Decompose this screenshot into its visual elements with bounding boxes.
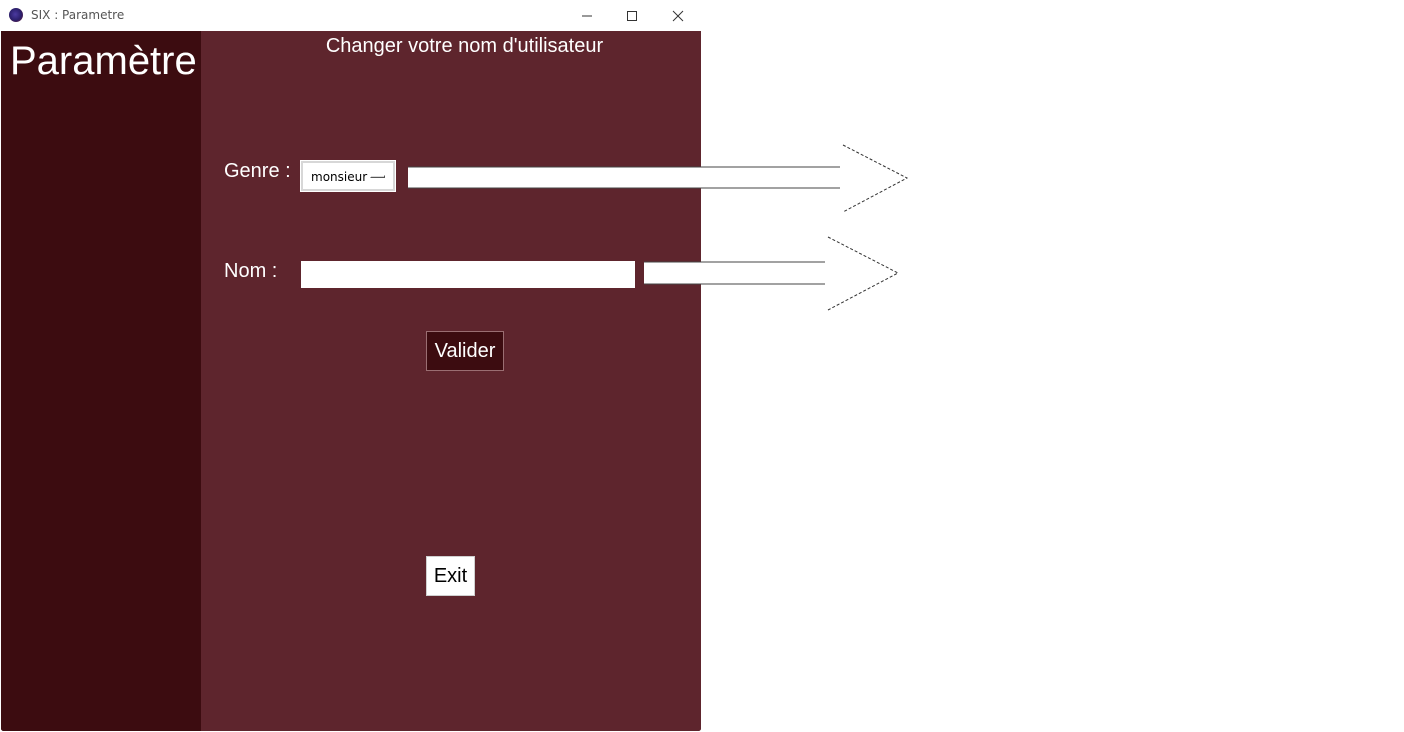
page-title: Changer votre nom d'utilisateur <box>325 35 604 57</box>
title-bar[interactable]: SIX : Parametre <box>0 0 702 31</box>
nom-input[interactable] <box>301 261 635 288</box>
maximize-button[interactable] <box>609 0 655 31</box>
genre-selected-value: monsieur <box>311 170 368 184</box>
app-icon <box>9 8 23 22</box>
nom-label: Nom : <box>224 260 278 282</box>
genre-label: Genre : <box>224 160 291 182</box>
genre-dropdown[interactable]: monsieur <box>300 160 396 192</box>
validate-button[interactable]: Valider <box>426 331 504 371</box>
close-icon <box>672 10 684 21</box>
minimize-icon <box>582 15 592 16</box>
sidebar-title: Paramètre <box>10 39 197 83</box>
settings-panel: Changer votre nom d'utilisateur Genre : … <box>201 31 701 731</box>
window-title: SIX : Parametre <box>31 8 125 22</box>
exit-button[interactable]: Exit <box>426 556 475 596</box>
app-window: SIX : Parametre Paramètre Changer votre … <box>0 0 702 731</box>
close-button[interactable] <box>655 0 701 31</box>
minimize-button[interactable] <box>564 0 610 31</box>
maximize-icon <box>627 10 637 21</box>
dropdown-indicator-icon <box>370 175 385 178</box>
sidebar: Paramètre <box>1 31 201 731</box>
